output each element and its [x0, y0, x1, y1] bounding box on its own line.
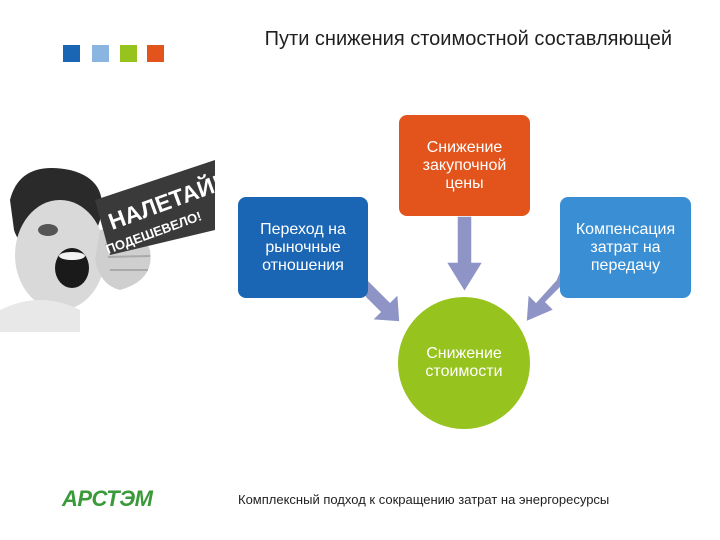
- deco-square-blue: [63, 45, 80, 62]
- cost-reduction-circle: Снижение стоимости: [398, 297, 530, 429]
- company-logo: АРСТЭМ: [62, 486, 153, 511]
- purchase-price-box: Снижение закупочной цены: [399, 115, 530, 216]
- deco-square-orange: [147, 45, 164, 62]
- slide-footer: Комплексный подход к сокращению затрат н…: [238, 492, 610, 507]
- shouting-woman-photo: НАЛЕТАЙ! ПОДЕШЕВЕЛО!: [0, 160, 218, 332]
- slide-title: Пути снижения стоимостной составляющей: [264, 28, 672, 50]
- transfer-compensation-box: Компенсация затрат на передачу: [560, 197, 691, 298]
- arrow-down: [444, 215, 485, 294]
- deco-square-lightblue: [92, 45, 109, 62]
- market-relations-box: Переход на рыночные отношения: [238, 197, 368, 298]
- deco-square-green: [120, 45, 137, 62]
